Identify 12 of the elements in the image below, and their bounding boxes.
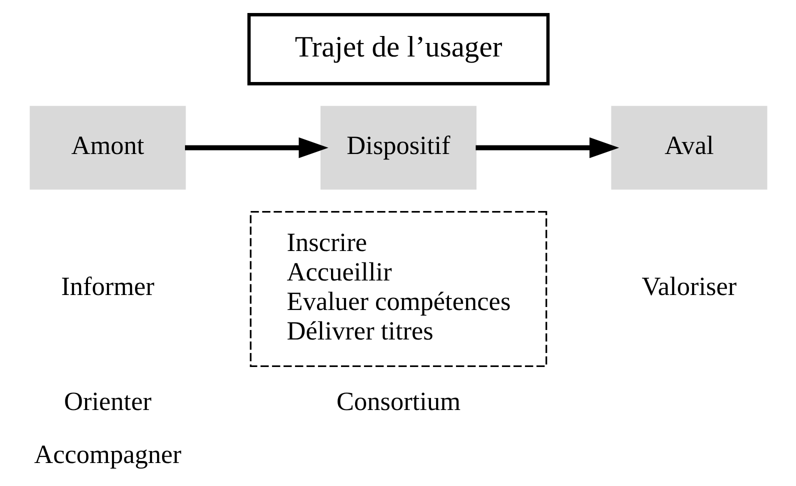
label: Consortium — [336, 387, 460, 416]
node-box: Aval — [610, 106, 767, 190]
node-box: Amont — [29, 106, 186, 190]
arrow — [475, 137, 619, 158]
label: Informer — [60, 272, 154, 302]
label: Accompagner — [34, 440, 181, 469]
label: Valoriser — [641, 272, 736, 302]
node-box: Inscrire Accueillir Evaluer compétences Délivrer titres — [249, 210, 547, 368]
node-box: Trajet de l’usager — [246, 13, 550, 86]
arrow — [184, 137, 328, 158]
label: Orienter — [64, 387, 152, 416]
node-box: Dispositif — [320, 106, 476, 190]
